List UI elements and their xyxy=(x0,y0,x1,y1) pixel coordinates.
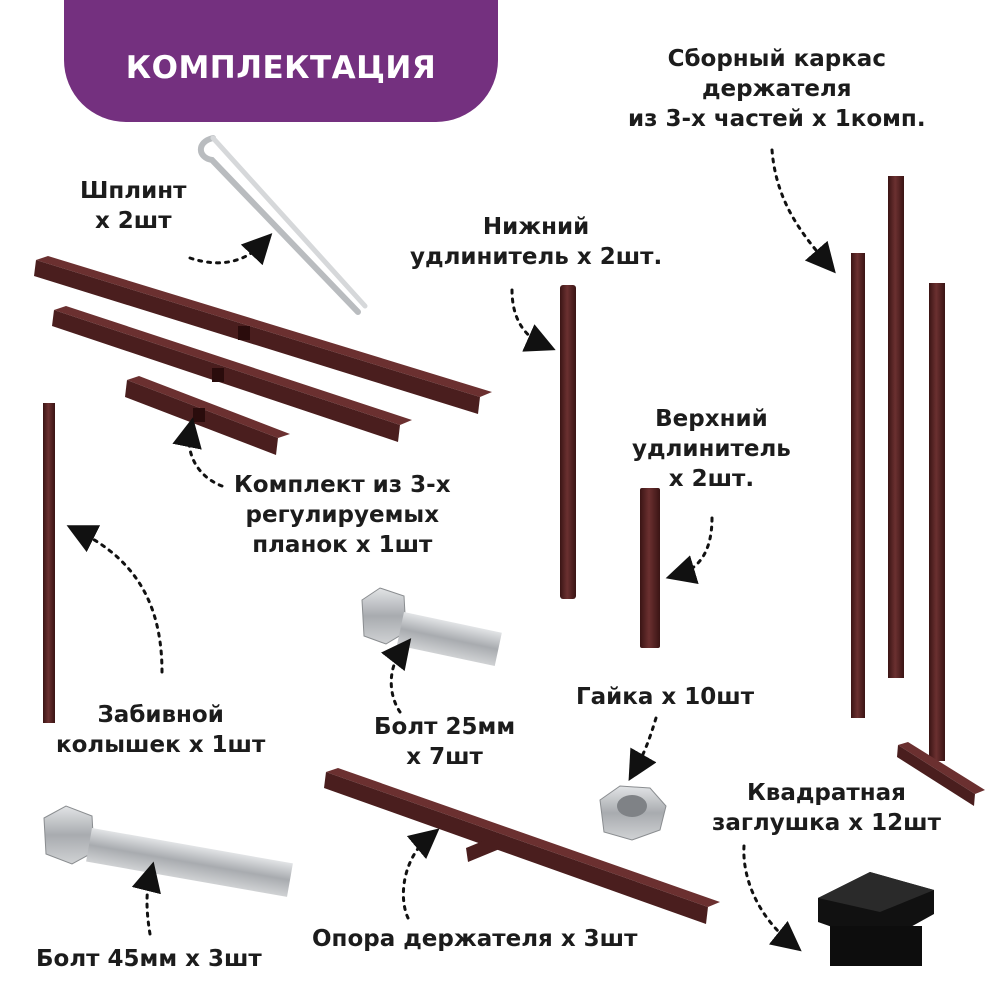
label-line: Комплект из 3-х xyxy=(234,472,451,498)
label-line: Забивной xyxy=(97,702,224,728)
bolt-25mm-icon xyxy=(361,587,502,667)
square-plug-icon xyxy=(818,872,934,966)
bolt-45mm-icon xyxy=(43,805,293,897)
label-line: Шплинт xyxy=(80,178,187,204)
upper-extender-icon xyxy=(640,488,660,648)
label-lower-extender: Нижний удлинитель х 2шт. xyxy=(410,212,662,272)
label-line: Нижний xyxy=(482,214,590,240)
cotter-pin-icon xyxy=(197,135,368,315)
label-slats-set: Комплект из 3-х регулируемых планок х 1ш… xyxy=(234,470,451,560)
label-upper-extender: Верхний удлинитель х 2шт. xyxy=(632,404,791,494)
label-line: Квадратная xyxy=(746,780,906,806)
label-line: Верхний xyxy=(655,406,768,432)
label-line: х 2шт. xyxy=(668,466,755,492)
lower-extender-icon xyxy=(560,285,576,599)
label-line: планок х 1шт xyxy=(252,532,433,558)
label-holder-support: Опора держателя х 3шт xyxy=(312,924,637,954)
label-line: колышек х 1шт xyxy=(56,732,266,758)
label-bolt-45mm: Болт 45мм х 3шт xyxy=(36,944,262,974)
label-ground-stake: Забивной колышек х 1шт xyxy=(56,700,265,760)
label-line: х 2шт xyxy=(94,208,172,234)
label-line: из 3-х частей х 1комп. xyxy=(628,106,926,132)
label-cotter-pin: Шплинт х 2шт xyxy=(80,176,187,236)
label-bolt-25mm: Болт 25мм х 7шт xyxy=(374,712,515,772)
label-square-plug: Квадратная заглушка х 12шт xyxy=(712,778,941,838)
nut-icon xyxy=(599,785,667,841)
header-banner: КОМПЛЕКТАЦИЯ xyxy=(64,0,498,122)
label-line: удлинитель xyxy=(632,436,791,462)
adjustable-slats-icon xyxy=(34,256,492,455)
label-line: регулируемых xyxy=(245,502,440,528)
label-nut: Гайка х 10шт xyxy=(576,682,754,712)
pointer-arrows xyxy=(66,148,836,952)
label-line: Болт 25мм xyxy=(374,714,516,740)
label-line: Гайка х 10шт xyxy=(576,684,755,710)
label-line: держателя xyxy=(701,76,852,102)
label-line: удлинитель х 2шт. xyxy=(410,244,663,270)
label-line: Опора держателя х 3шт xyxy=(312,926,638,952)
label-line: Сборный каркас xyxy=(667,46,886,72)
label-line: Болт 45мм х 3шт xyxy=(36,946,262,972)
holder-frame-icon xyxy=(851,176,985,806)
page-title: КОМПЛЕКТАЦИЯ xyxy=(125,50,437,86)
label-line: х 7шт xyxy=(406,744,483,770)
holder-support-icon xyxy=(324,768,720,924)
label-holder-frame: Сборный каркас держателя из 3-х частей х… xyxy=(628,44,926,134)
ground-stake-icon xyxy=(43,403,55,723)
label-line: заглушка х 12шт xyxy=(712,810,941,836)
